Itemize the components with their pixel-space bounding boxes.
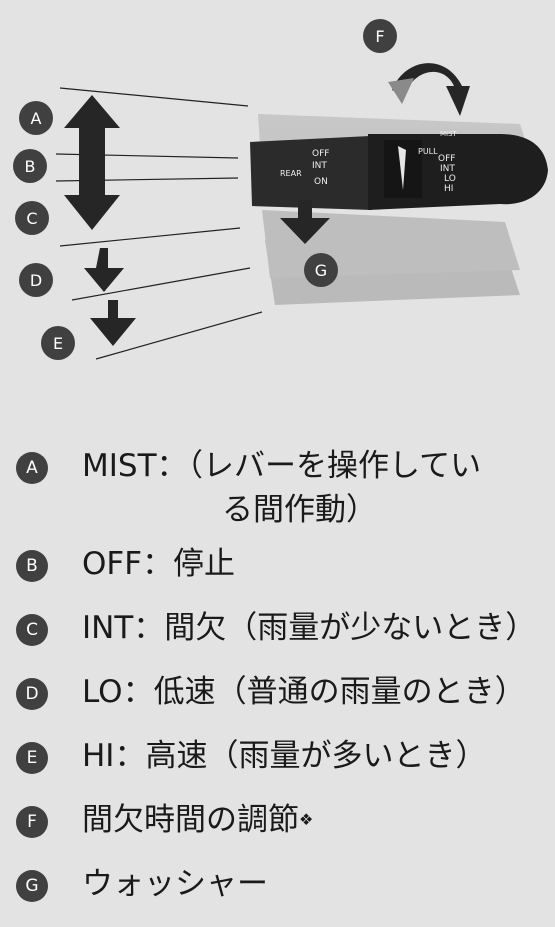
legend-text-g: ウォッシャー <box>82 866 268 902</box>
badge-a: A <box>31 109 42 128</box>
legend-badge-e: E <box>16 742 48 774</box>
badge-c: C <box>26 209 37 228</box>
front-off: OFF <box>438 154 455 164</box>
legend-text-a-line1: MIST：（レバーを操作してい <box>82 448 482 484</box>
rear-int: INT <box>312 161 327 171</box>
badge-f: F <box>375 27 384 46</box>
badge-b: B <box>25 157 36 176</box>
rotate-arrow <box>388 63 470 116</box>
legend-text-a-line2: る間作動） <box>222 492 377 528</box>
legend-text-b: OFF：停止 <box>82 546 236 582</box>
footnote-mark: ❖ <box>299 810 314 829</box>
legend-text-c: INT：間欠（雨量が少ないとき） <box>82 610 537 646</box>
rear-label: REAR <box>280 169 302 178</box>
motion-arrows <box>64 95 136 346</box>
legend-text-f: 間欠時間の調節 <box>82 802 299 838</box>
front-int: INT <box>440 164 455 174</box>
legend-badge-a: A <box>16 452 48 484</box>
legend-text-d: LO：低速（普通の雨量のとき） <box>82 674 526 710</box>
legend-badge-f: F <box>16 806 48 838</box>
label-badges: A B C D E F G <box>13 19 397 360</box>
legend-badge-d: D <box>16 678 48 710</box>
legend-badge-b: B <box>16 550 48 582</box>
push-arrow <box>280 200 330 244</box>
lever-text: REAR OFF INT ON MIST PULL OFF INT LO HI <box>280 130 458 194</box>
front-lo: LO <box>444 174 456 184</box>
pull-label: PULL <box>418 147 438 156</box>
mist-label: MIST <box>440 130 458 138</box>
lever-main <box>250 134 548 210</box>
wiper-lever-diagram: REAR OFF INT ON MIST PULL OFF INT LO HI … <box>13 19 548 360</box>
badge-d: D <box>30 271 42 290</box>
badge-g: G <box>315 261 327 280</box>
rear-off: OFF <box>312 149 329 159</box>
legend-text-e: HI：高速（雨量が多いとき） <box>82 738 487 774</box>
legend-badge-g: G <box>16 870 48 902</box>
badge-e: E <box>53 334 63 353</box>
legend-badge-c: C <box>16 614 48 646</box>
front-hi: HI <box>444 184 453 194</box>
rear-on: ON <box>314 177 328 187</box>
